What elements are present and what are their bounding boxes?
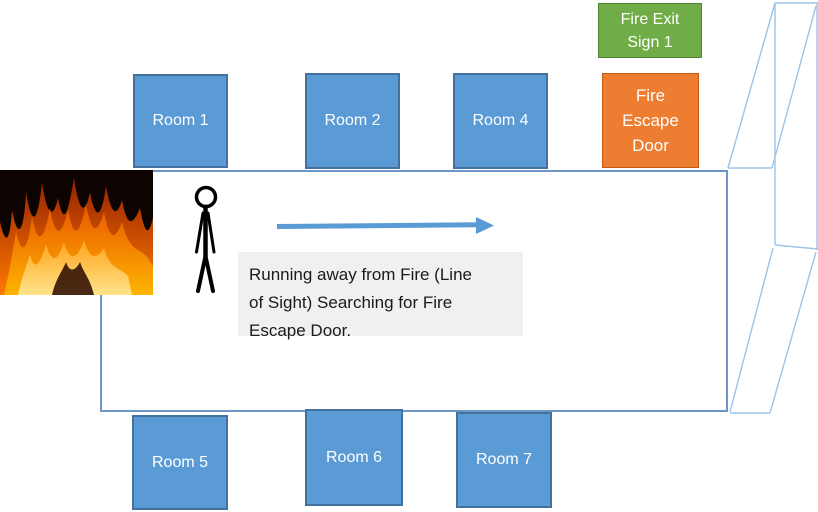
caption-line: of Sight) Searching for Fire <box>249 293 453 312</box>
room-label: Room 4 <box>472 112 529 129</box>
room-label: Room 1 <box>152 112 209 129</box>
room-label: Room 6 <box>325 448 383 466</box>
fire-image <box>0 170 153 295</box>
room-box-4: Room 4 <box>453 73 548 169</box>
room-box-6: Room 6 <box>305 409 403 506</box>
room-box-1: Room 1 <box>133 74 228 168</box>
caption-box: Running away from Fire (Line of Sight) S… <box>238 252 523 340</box>
fire-escape-door-box: Fire Escape Door <box>602 73 699 168</box>
fire-exit-sign-box: Fire Exit Sign 1 <box>598 3 702 58</box>
fire-escape-door-label: Fire Escape Door <box>622 86 679 155</box>
room-box-5: Room 5 <box>132 415 228 510</box>
room-label: Room 5 <box>151 453 209 471</box>
room-box-2: Room 2 <box>305 73 400 169</box>
room-label: Room 2 <box>324 112 381 129</box>
room-label: Room 7 <box>475 451 533 468</box>
room-box-7: Room 7 <box>456 412 552 508</box>
caption-line: Running away from Fire (Line <box>249 265 472 284</box>
caption-line: Escape Door. <box>249 321 352 340</box>
fire-exit-sign-label: Fire Exit Sign 1 <box>620 10 680 51</box>
